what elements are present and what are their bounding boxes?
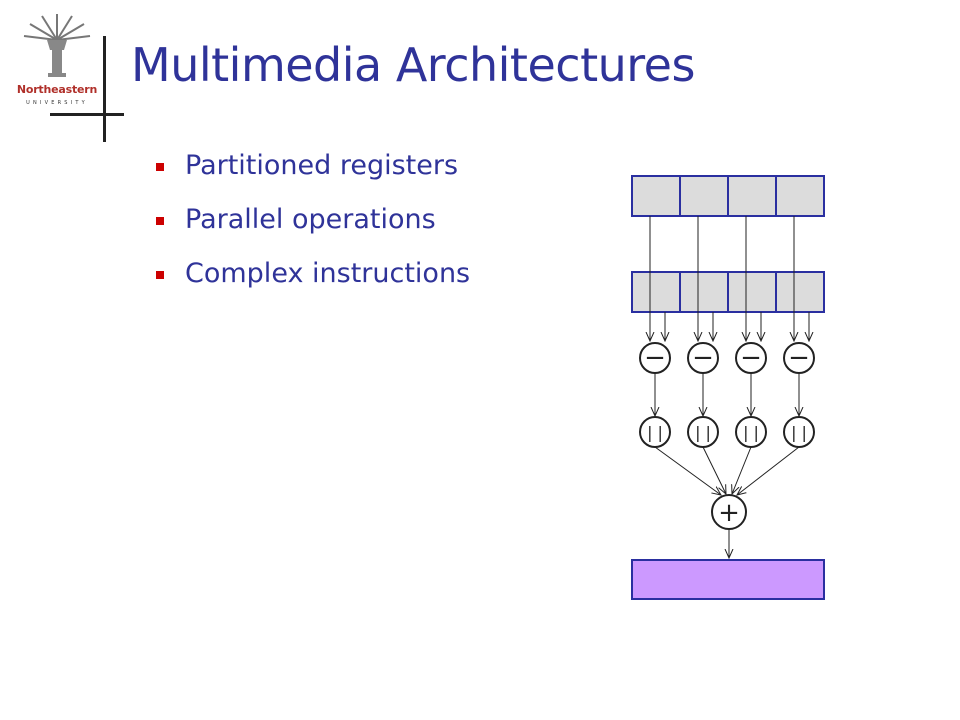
absolute-value-symbol: | | (791, 423, 807, 442)
subtract-symbol: − (788, 343, 810, 373)
bullet-square-icon (156, 163, 164, 171)
sum-input-arrow (732, 446, 752, 494)
absolute-value-symbol: | | (695, 423, 711, 442)
bullet-square-icon (156, 271, 164, 279)
slide-title: Multimedia Architectures (131, 38, 695, 92)
bullet-item: Partitioned registers (156, 148, 470, 202)
register-a-partition (727, 175, 777, 217)
bullet-item: Parallel operations (156, 202, 470, 256)
result-register (631, 559, 825, 600)
bullet-text: Parallel operations (185, 204, 436, 235)
bullet-item: Complex instructions (156, 256, 470, 310)
absolute-value-symbol: | | (743, 423, 759, 442)
logo-wordmark: Northeastern (16, 83, 98, 96)
northeastern-logo: Northeastern UNIVERSITY (14, 10, 100, 120)
register-b-partition (775, 271, 825, 313)
sum-input-arrow (702, 446, 726, 494)
register-b-partition (631, 271, 681, 313)
title-divider-horizontal (50, 113, 124, 116)
sum-input-arrow (737, 446, 800, 495)
register-b-partition (727, 271, 777, 313)
torch-icon (23, 14, 91, 77)
register-a-partition (679, 175, 729, 217)
bullet-text: Complex instructions (185, 258, 471, 289)
bullet-list: Partitioned registers Parallel operation… (156, 148, 470, 310)
bullet-text: Partitioned registers (185, 150, 459, 181)
logo-subtitle: UNIVERSITY (26, 100, 88, 106)
register-a-partition (775, 175, 825, 217)
register-a-partition (631, 175, 681, 217)
register-b-partition (679, 271, 729, 313)
subtract-symbol: − (644, 343, 666, 373)
title-divider-vertical (103, 36, 106, 142)
subtract-symbol: − (692, 343, 714, 373)
adder-symbol: + (718, 498, 740, 528)
subtract-symbol: − (740, 343, 762, 373)
sum-input-arrow (654, 446, 721, 495)
bullet-square-icon (156, 217, 164, 225)
absolute-value-symbol: | | (647, 423, 663, 442)
